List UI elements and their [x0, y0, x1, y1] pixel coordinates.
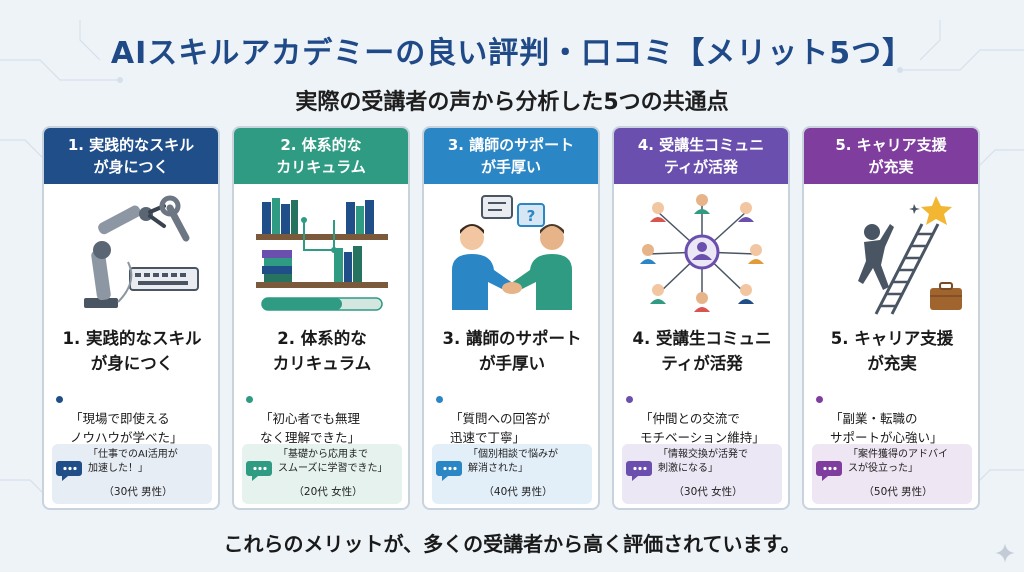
svg-text:?: ?: [527, 207, 536, 225]
community-network-icon: [640, 194, 764, 312]
sparkle-icon: [995, 543, 1015, 563]
card-title: 2. 体系的な カリキュラム: [272, 329, 372, 373]
testimonial-attribution: （20代 女性）: [293, 486, 363, 498]
card-title: 3. 講師のサポート が手厚い: [442, 329, 582, 373]
robot-arm-icon: [84, 195, 199, 308]
speech-bubble-icon: [246, 461, 272, 481]
benefit-card-5: 5. キャリア支援 が充実 5. キャリア支援 が充実 「副業・転職の サポート…: [802, 126, 980, 510]
testimonial-attribution: （50代 男性）: [863, 486, 933, 498]
testimonial-quote: 「基礎から応用まで スムーズに学習できた」: [278, 449, 388, 474]
card-bullet-text: 「副業・転職の サポートが心強い」: [830, 411, 943, 445]
card-header: 3. 講師のサポート が手厚い: [424, 128, 598, 184]
card-bullet: 「現場で即使える ノウハウが学べた」: [56, 390, 206, 447]
card-header: 2. 体系的な カリキュラム: [234, 128, 408, 184]
speech-bubble-icon: [436, 461, 462, 481]
handshake-icon: ?: [452, 195, 572, 310]
benefit-card-2: 2. 体系的な カリキュラム 2. 体系的な カリキュラム 「初心者でも無理 な…: [232, 126, 410, 510]
testimonial-attribution: （30代 女性）: [673, 486, 743, 498]
speech-bubble-icon: [816, 461, 842, 481]
testimonial-box: 「基礎から応用まで スムーズに学習できた」 （20代 女性）: [242, 444, 402, 504]
testimonial-attribution: （30代 男性）: [103, 486, 173, 498]
testimonial-attribution: （40代 男性）: [483, 486, 553, 498]
card-bullet-text: 「初心者でも無理 なく理解できた」: [260, 411, 361, 445]
speech-bubble-icon: [626, 461, 652, 481]
benefit-card-4: 4. 受講生コミュニ ティが活発 4. 受講生コミュニ ティが活発: [612, 126, 790, 510]
testimonial-quote: 「仕事でのAI活用が 加速した！」: [88, 449, 178, 474]
card-title: 1. 実践的なスキル が身につく: [62, 329, 202, 373]
testimonial-quote: 「個別相談で悩みが 解消された」: [468, 449, 558, 474]
card-bullet: 「初心者でも無理 なく理解できた」: [246, 390, 396, 447]
bookshelf-icon: [256, 198, 388, 311]
speech-bubble-icon: [56, 461, 82, 481]
benefit-cards: 1. 実践的なスキル が身につく 1. 実践的なスキル が身につく 「現場で即使…: [42, 126, 982, 510]
card-bullet: 「副業・転職の サポートが心強い」: [816, 390, 966, 447]
testimonial-quote: 「案件獲得のアドバイ スが役立った」: [848, 449, 948, 474]
testimonial-box: 「情報交換が活発で 刺激になる」 （30代 女性）: [622, 444, 782, 504]
testimonial-box: 「仕事でのAI活用が 加速した！」 （30代 男性）: [52, 444, 212, 504]
benefit-card-1: 1. 実践的なスキル が身につく 1. 実践的なスキル が身につく 「現場で即使…: [42, 126, 220, 510]
page-subtitle: 実際の受講者の声から分析した5つの共通点: [295, 90, 729, 115]
career-ladder-icon: [858, 196, 962, 315]
card-title: 5. キャリア支援 が充実: [830, 329, 954, 373]
benefit-card-3: 3. 講師のサポート が手厚い ? 3. 講師のサポート が手厚い 「質問への回…: [422, 126, 600, 510]
card-bullet: 「仲間との交流で モチベーション維持」: [626, 390, 776, 447]
card-title: 4. 受講生コミュニ ティが活発: [632, 329, 772, 373]
testimonial-box: 「案件獲得のアドバイ スが役立った」 （50代 男性）: [812, 444, 972, 504]
card-header: 4. 受講生コミュニ ティが活発: [614, 128, 788, 184]
card-bullet-text: 「仲間との交流で モチベーション維持」: [640, 411, 765, 445]
card-bullet-text: 「現場で即使える ノウハウが学べた」: [70, 411, 183, 445]
card-header: 1. 実践的なスキル が身につく: [44, 128, 218, 184]
testimonial-box: 「個別相談で悩みが 解消された」 （40代 男性）: [432, 444, 592, 504]
card-bullet: 「質問への回答が 迅速で丁寧」: [436, 390, 586, 447]
page-title: AIスキルアカデミーの良い評判・口コミ【メリット5つ】: [110, 36, 914, 71]
card-bullet-text: 「質問への回答が 迅速で丁寧」: [450, 411, 551, 445]
testimonial-quote: 「情報交換が活発で 刺激になる」: [658, 449, 748, 474]
card-header: 5. キャリア支援 が充実: [804, 128, 978, 184]
footer-summary: これらのメリットが、多くの受講者から高く評価されています。: [223, 532, 801, 556]
